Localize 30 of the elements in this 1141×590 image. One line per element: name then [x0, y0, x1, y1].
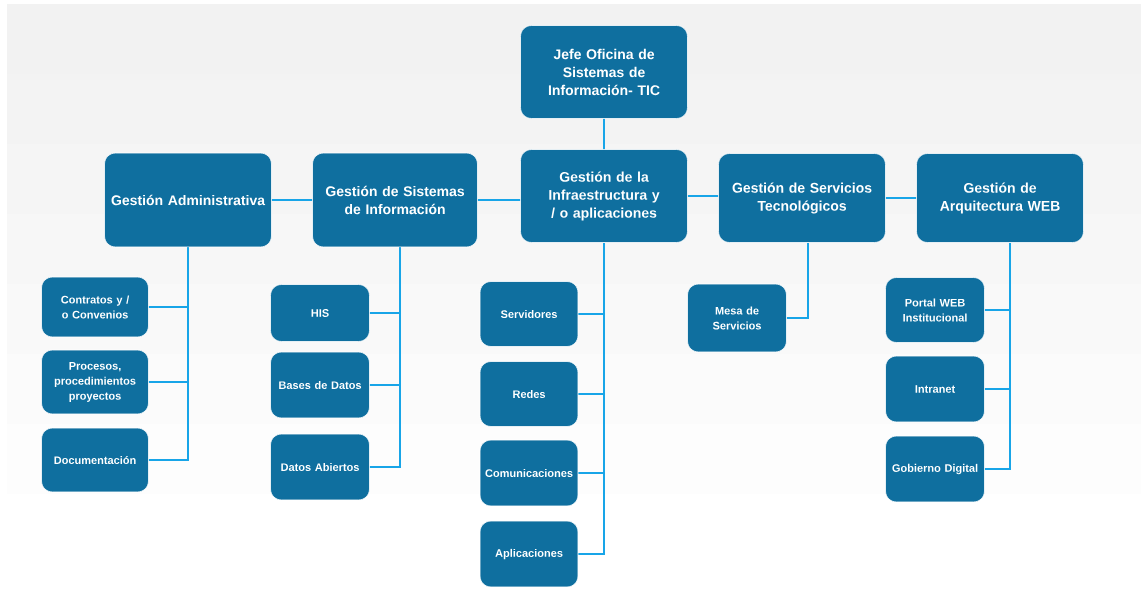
unit-box: Jefe Oficina de Sistemas de Información- TIC [520, 25, 688, 119]
connector-line [368, 246, 401, 468]
unit-box: Comunicaciones [479, 439, 579, 507]
connector-line [577, 241, 605, 555]
unit-box: Intranet [885, 355, 985, 423]
connector-line [983, 241, 1011, 470]
unit-box: Gestión Administrativa [104, 152, 272, 248]
unit-box: Gobierno Digital [885, 435, 985, 503]
unit-box: Bases de Datos [270, 351, 370, 419]
unit-box: Contratos y / o Convenios [41, 276, 149, 338]
unit-box: Portal WEB Institucional [885, 277, 985, 343]
connector-line [884, 197, 918, 199]
unit-box: Gestión de Arquitectura WEB [916, 153, 1084, 243]
unit-box: Aplicaciones [479, 520, 579, 588]
unit-box: Gestión de Sistemas de Información [312, 152, 478, 248]
unit-box: Procesos, procedimientos proyectos [41, 349, 149, 415]
connector-line [785, 241, 809, 319]
connector-line [270, 199, 314, 201]
unit-box: Gestión de la Infraestructura y / o aplicaciones [520, 149, 688, 243]
unit-box: Documentación [41, 427, 149, 493]
connector-line [147, 246, 189, 461]
unit-box: HIS [270, 284, 370, 342]
connector-line [686, 195, 720, 197]
unit-box: Mesa de Servicios [687, 283, 787, 353]
connector-line [603, 117, 605, 151]
unit-box: Gestión de Servicios Tecnológicos [718, 153, 886, 243]
unit-box: Redes [479, 361, 579, 427]
unit-box: Servidores [479, 281, 579, 347]
unit-box: Datos Abiertos [270, 433, 370, 501]
connector-line [476, 199, 522, 201]
